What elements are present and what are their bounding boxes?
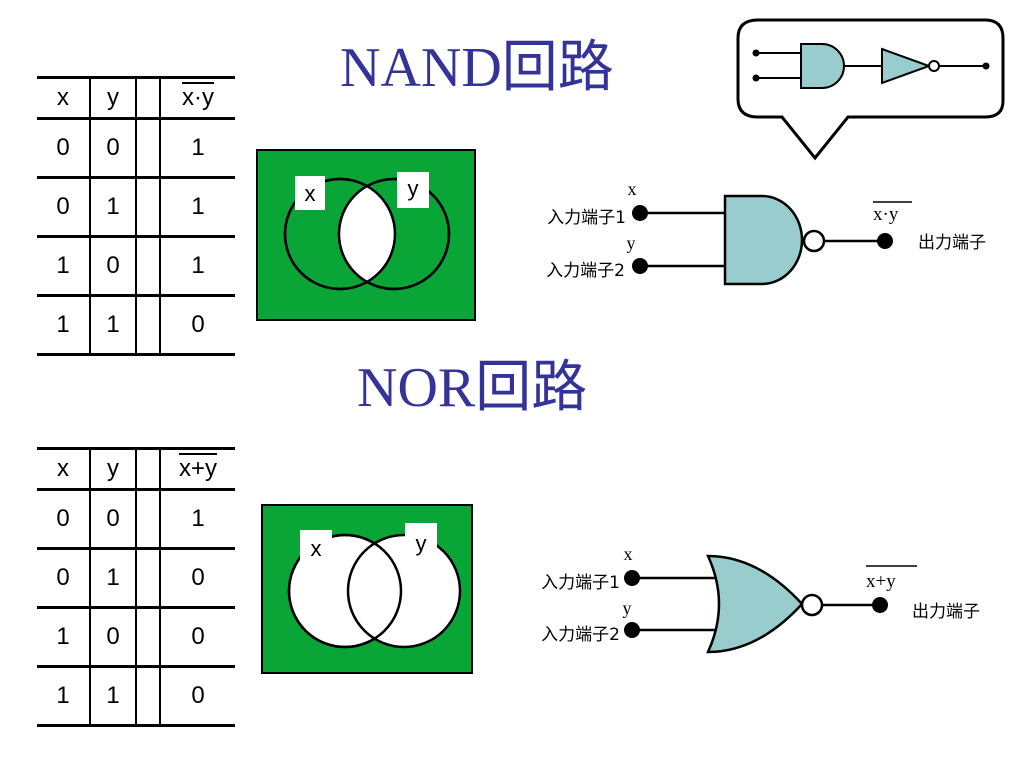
- cell: 0: [160, 548, 235, 609]
- cell: 0: [160, 607, 235, 668]
- cell: 1: [90, 177, 137, 238]
- output-label: 出力端子: [918, 233, 986, 253]
- output-expr: x+y: [866, 571, 896, 592]
- table-row: 1 0 1: [37, 236, 235, 297]
- nand-title: NAND回路: [340, 37, 614, 99]
- input1-terminal: [624, 570, 640, 586]
- cell: 1: [90, 295, 137, 356]
- header-y: y: [90, 76, 137, 120]
- output-label: 出力端子: [912, 602, 980, 622]
- inverter-bubble: [802, 229, 826, 253]
- nor-venn-diagram: x y: [261, 504, 473, 674]
- cell: 1: [160, 489, 235, 550]
- nor-gate-circuit: x y 入力端子1 入力端子2 x+y 出力端子: [541, 544, 980, 654]
- input2-label: 入力端子2: [541, 625, 620, 645]
- cell: 1: [160, 118, 235, 179]
- nand-gate-icon: [723, 194, 804, 286]
- inverter-bubble: [800, 593, 824, 617]
- venn-label-y: y: [408, 176, 419, 201]
- cell: 0: [37, 177, 91, 238]
- cell: 0: [90, 607, 137, 668]
- cell: 1: [37, 666, 91, 727]
- table-row: 1 1 0: [37, 295, 235, 356]
- nand-venn-diagram: x y: [256, 149, 476, 321]
- venn-label-y: y: [416, 531, 427, 556]
- table-header-row: x y x+y: [37, 447, 235, 491]
- input2-label: 入力端子2: [546, 261, 625, 281]
- input2-terminal: [624, 622, 640, 638]
- input1-terminal: [632, 205, 648, 221]
- cell: 0: [37, 489, 91, 550]
- input2-var: y: [623, 598, 632, 618]
- table-row: 1 0 0: [37, 607, 235, 668]
- cell: 1: [37, 295, 91, 356]
- cell: 0: [90, 118, 137, 179]
- input2-terminal: [632, 258, 648, 274]
- nor-truth-table: x y x+y 0 0 1 0 1 0 1 0 0 1 1 0: [37, 447, 235, 727]
- cell: 0: [160, 666, 235, 727]
- cell: 1: [37, 607, 91, 668]
- table-header-row: x y x·y: [37, 76, 235, 120]
- cell: 0: [37, 118, 91, 179]
- output-terminal: [877, 233, 893, 249]
- nor-title: NOR回路: [357, 357, 588, 419]
- cell: 1: [90, 666, 137, 727]
- header-x: x: [37, 76, 91, 120]
- venn-label-x: x: [305, 181, 316, 206]
- cell: 0: [90, 489, 137, 550]
- table-row: 0 0 1: [37, 118, 235, 179]
- table-row: 1 1 0: [37, 666, 235, 727]
- nor-gate-icon: [706, 554, 804, 654]
- header-y: y: [90, 447, 137, 491]
- input1-var: x: [628, 179, 637, 199]
- cell: 1: [37, 236, 91, 297]
- cell: 1: [90, 548, 137, 609]
- table-row: 0 0 1: [37, 489, 235, 550]
- cell: 1: [160, 236, 235, 297]
- table-row: 0 1 1: [37, 177, 235, 238]
- header-x: x: [37, 447, 91, 491]
- and-not-gate-callout-icon: [736, 18, 1005, 161]
- venn-label-x: x: [311, 536, 322, 561]
- cell: 1: [160, 177, 235, 238]
- cell: 0: [90, 236, 137, 297]
- header-nor: x+y: [160, 447, 235, 491]
- input1-var: x: [624, 544, 633, 564]
- table-row: 0 1 0: [37, 548, 235, 609]
- output-expr: x·y: [873, 204, 899, 225]
- cell: 0: [37, 548, 91, 609]
- input2-var: y: [627, 233, 636, 253]
- nand-truth-table: x y x·y 0 0 1 0 1 1 1 0 1 1 1 0: [37, 76, 235, 356]
- nand-gate-circuit: x y 入力端子1 入力端子2 x·y 出力端子: [546, 179, 986, 286]
- header-nand: x·y: [160, 76, 235, 120]
- cell: 0: [160, 295, 235, 356]
- input1-label: 入力端子1: [541, 573, 620, 593]
- output-terminal: [872, 597, 888, 613]
- input1-label: 入力端子1: [547, 208, 626, 228]
